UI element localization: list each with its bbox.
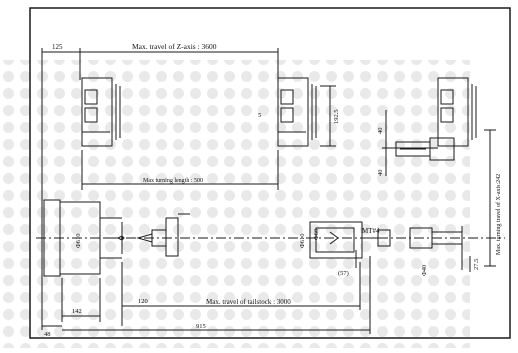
dim-125-label: 125 <box>52 43 63 51</box>
chuck-middle <box>277 77 317 147</box>
max-turning-length-label: Max turning length : 500 <box>143 178 203 184</box>
dim-57-label: (57) <box>338 270 349 277</box>
chuck-right <box>437 77 477 147</box>
phi-60-label: Φ60 <box>313 229 320 240</box>
background-dot-pattern <box>0 60 470 348</box>
z-travel-label: Max. travel of Z-axis : 3600 <box>132 42 217 51</box>
x-travel-label: Max. turning travel of X-axis:242 <box>495 174 502 255</box>
dim-5-label: 5 <box>258 112 261 119</box>
turret-tool <box>136 213 190 257</box>
phi-610-right-label: Φ610 <box>299 233 306 248</box>
tailstock <box>309 221 391 268</box>
dim-40a-label: 40 <box>377 128 384 135</box>
drawing-frame <box>29 7 511 339</box>
dim-40b-label: 40 <box>377 170 384 177</box>
phi-40-label: Φ40 <box>421 265 428 276</box>
chuck-left <box>81 77 121 147</box>
phi-610-left-label: Φ610 <box>75 233 82 248</box>
tailstock-travel-label: Max. travel of tailstock : 3000 <box>206 298 291 306</box>
dim-142-label: 142 <box>72 308 82 315</box>
mt4-label: MT#4 <box>362 227 380 235</box>
dim-48-label: 48 <box>44 331 51 338</box>
dim-192-5-label: 192.5 <box>333 109 340 124</box>
dim-915-label: 915 <box>196 323 206 330</box>
dim-120-label: 120 <box>138 298 148 305</box>
dim-27-5-label: 27.5 <box>473 259 480 270</box>
end-tool-right <box>409 226 463 270</box>
tool-holder-right <box>395 137 455 161</box>
